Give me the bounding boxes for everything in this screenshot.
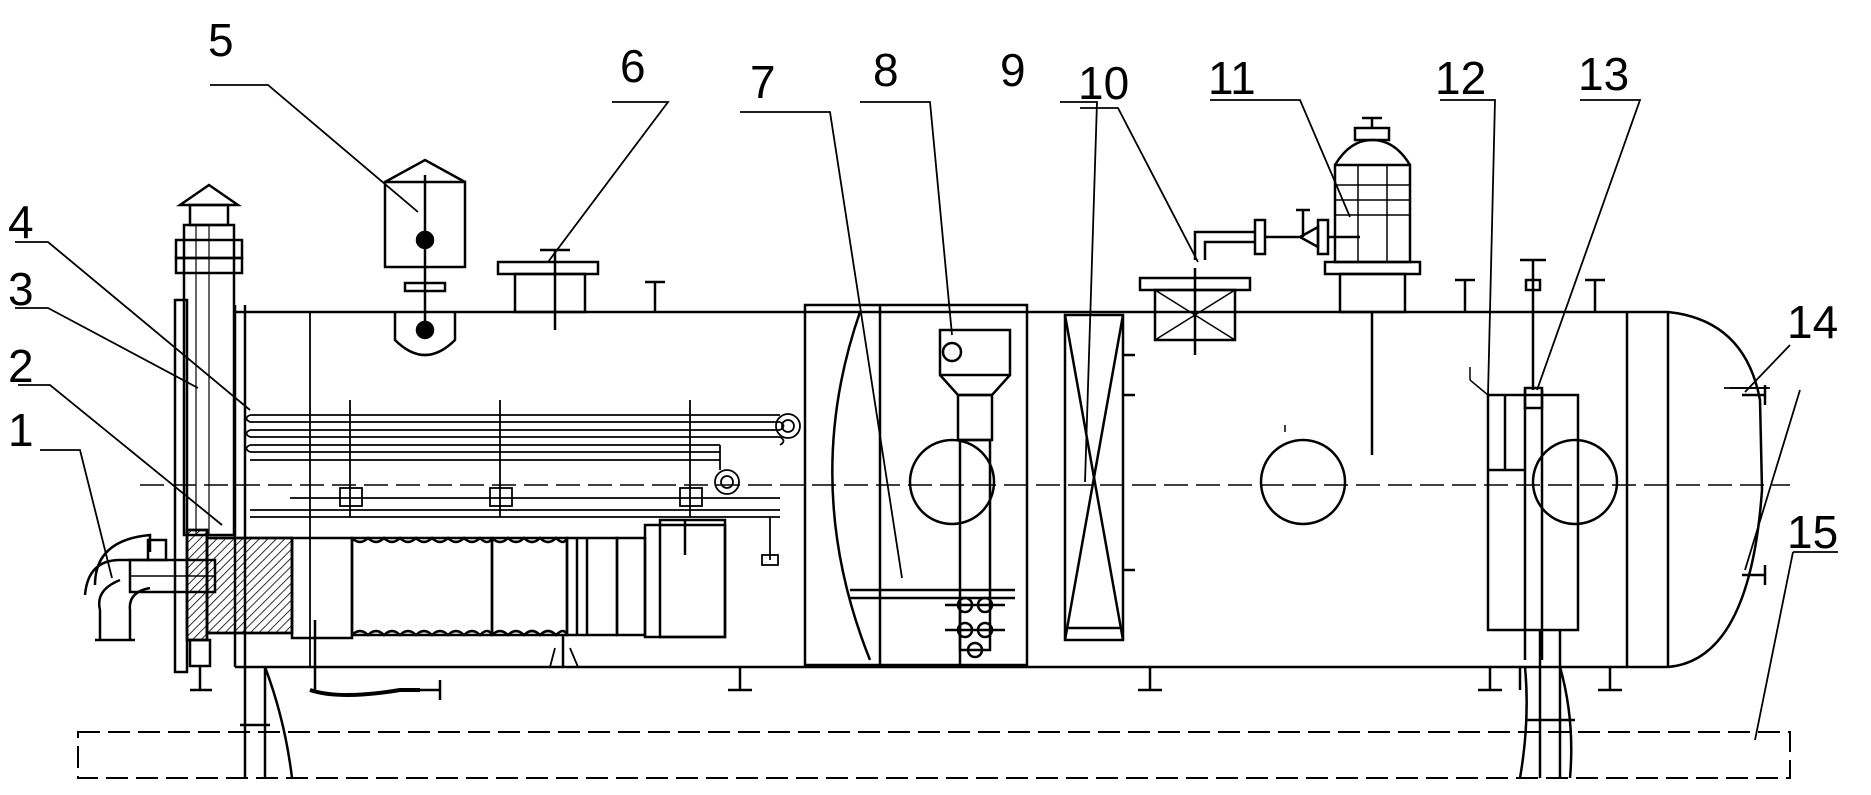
flue-stack — [174, 183, 244, 537]
callout-labels: 1 2 3 4 5 6 7 8 9 10 11 12 13 14 15 — [8, 14, 1838, 558]
callout-4: 4 — [8, 196, 34, 248]
callout-15: 15 — [1787, 506, 1838, 558]
level-gauge — [1469, 258, 1580, 660]
callout-7: 7 — [750, 56, 776, 108]
callout-11: 11 — [1208, 52, 1256, 104]
callout-10: 10 — [1078, 57, 1129, 109]
base-frame — [77, 731, 1791, 779]
callout-2: 2 — [8, 340, 34, 392]
callout-9: 9 — [1000, 44, 1026, 96]
callout-3: 3 — [8, 263, 34, 315]
callout-8: 8 — [873, 44, 899, 96]
leader-lines — [15, 84, 1838, 741]
steam-separator — [1323, 116, 1422, 455]
callout-6: 6 — [620, 40, 646, 92]
top-nozzles — [645, 278, 1605, 312]
separator-column — [938, 328, 1012, 659]
callout-5: 5 — [208, 14, 234, 66]
bottom-supports — [309, 620, 1622, 700]
vent-device — [383, 158, 467, 357]
furnace-tube — [290, 518, 727, 668]
callout-12: 12 — [1435, 52, 1486, 104]
callout-14: 14 — [1787, 296, 1838, 348]
coil-tubes — [245, 400, 801, 566]
burner-assembly — [83, 298, 294, 692]
inspection-holes — [1259, 425, 1619, 526]
mist-pad — [1063, 313, 1135, 642]
callout-13: 13 — [1578, 48, 1629, 100]
saddle-legs — [240, 630, 1575, 779]
callout-1: 1 — [8, 404, 34, 456]
safety-valve — [1138, 208, 1360, 355]
